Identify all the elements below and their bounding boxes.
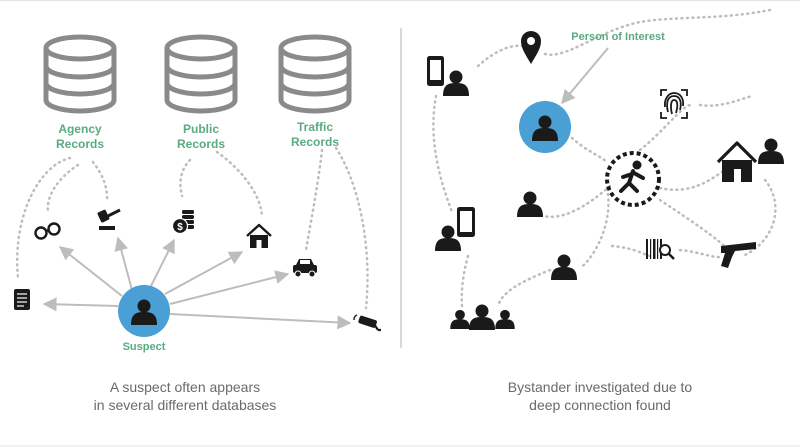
car-icon xyxy=(293,259,317,278)
gavel-icon xyxy=(97,208,121,230)
suspect-node xyxy=(118,285,170,337)
security-camera-icon xyxy=(353,314,381,332)
public-records-label: Public Records xyxy=(161,122,241,152)
fingerprint-icon xyxy=(660,89,688,119)
right-caption: Bystander investigated due to deep conne… xyxy=(455,378,745,414)
traffic-records-database-icon xyxy=(281,37,349,111)
left-caption: A suspect often appears in several diffe… xyxy=(40,378,330,414)
left-dotted-connectors xyxy=(15,146,369,310)
traffic-records-label-line1: Traffic xyxy=(296,120,333,134)
person-of-interest-label: Person of Interest xyxy=(571,31,665,43)
public-records-label-line2: Records xyxy=(176,137,226,151)
public-records-label-line1: Public xyxy=(182,122,219,136)
agency-records-label-line2: Records xyxy=(55,137,105,151)
house-icon xyxy=(246,223,272,248)
person-icon-lower xyxy=(551,254,577,280)
left-caption-line1: A suspect often appears xyxy=(109,379,261,395)
left-caption-line2: in several different databases xyxy=(93,397,277,413)
person-of-interest-node xyxy=(519,101,571,153)
person-icon xyxy=(517,191,543,217)
running-person-icon xyxy=(605,151,661,207)
crowd-icon xyxy=(450,304,515,330)
right-dotted-connectors xyxy=(432,8,777,310)
svg-text:$: $ xyxy=(177,222,183,233)
agency-records-database-icon xyxy=(46,37,114,111)
handgun-icon xyxy=(721,242,756,268)
agency-records-label: Agency Records xyxy=(40,122,120,152)
poi-label-arrow xyxy=(561,47,609,105)
location-pin-icon xyxy=(521,31,541,64)
suspect-arrows xyxy=(42,236,352,330)
agency-records-label-line1: Agency xyxy=(58,122,102,136)
coins-icon: $ xyxy=(171,210,194,235)
traffic-records-label: Traffic Records xyxy=(275,120,355,150)
handcuffs-icon xyxy=(34,222,61,240)
phone-person-icon xyxy=(427,56,469,96)
right-caption-line2: deep connection found xyxy=(529,397,671,413)
barcode-search-icon xyxy=(646,239,675,260)
document-icon xyxy=(14,289,30,310)
suspect-label: Suspect xyxy=(122,341,166,353)
right-caption-line1: Bystander investigated due to xyxy=(507,379,693,395)
public-records-database-icon xyxy=(167,37,235,111)
person-tablet-icon xyxy=(435,207,475,251)
traffic-records-label-line2: Records xyxy=(290,135,340,149)
house-person-icon xyxy=(716,138,784,182)
